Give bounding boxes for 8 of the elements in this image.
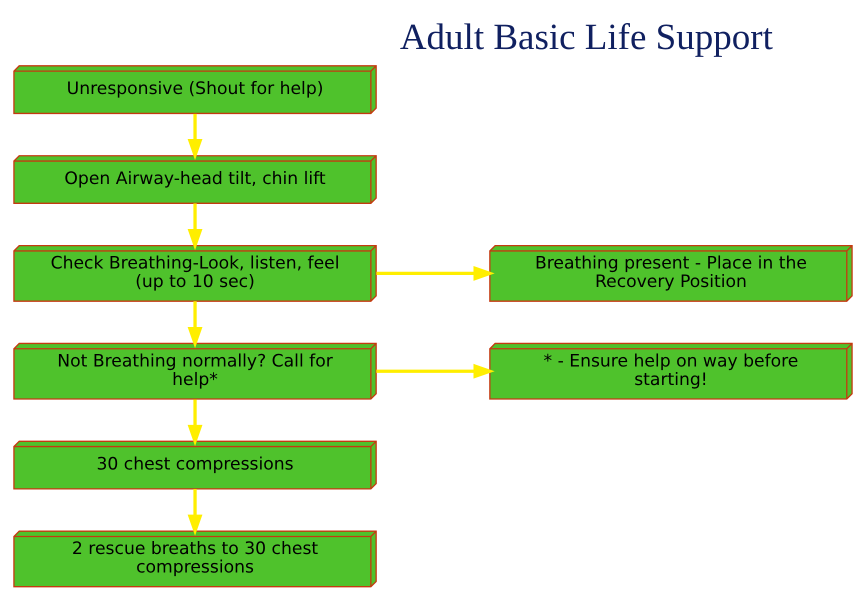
arrow	[188, 202, 202, 250]
diagram-title: Adult Basic Life Support	[400, 16, 773, 58]
arrow	[188, 113, 202, 160]
arrow	[376, 363, 495, 378]
arrow	[188, 488, 202, 536]
arrow	[376, 265, 495, 280]
arrow	[188, 398, 202, 446]
arrow	[188, 300, 202, 348]
